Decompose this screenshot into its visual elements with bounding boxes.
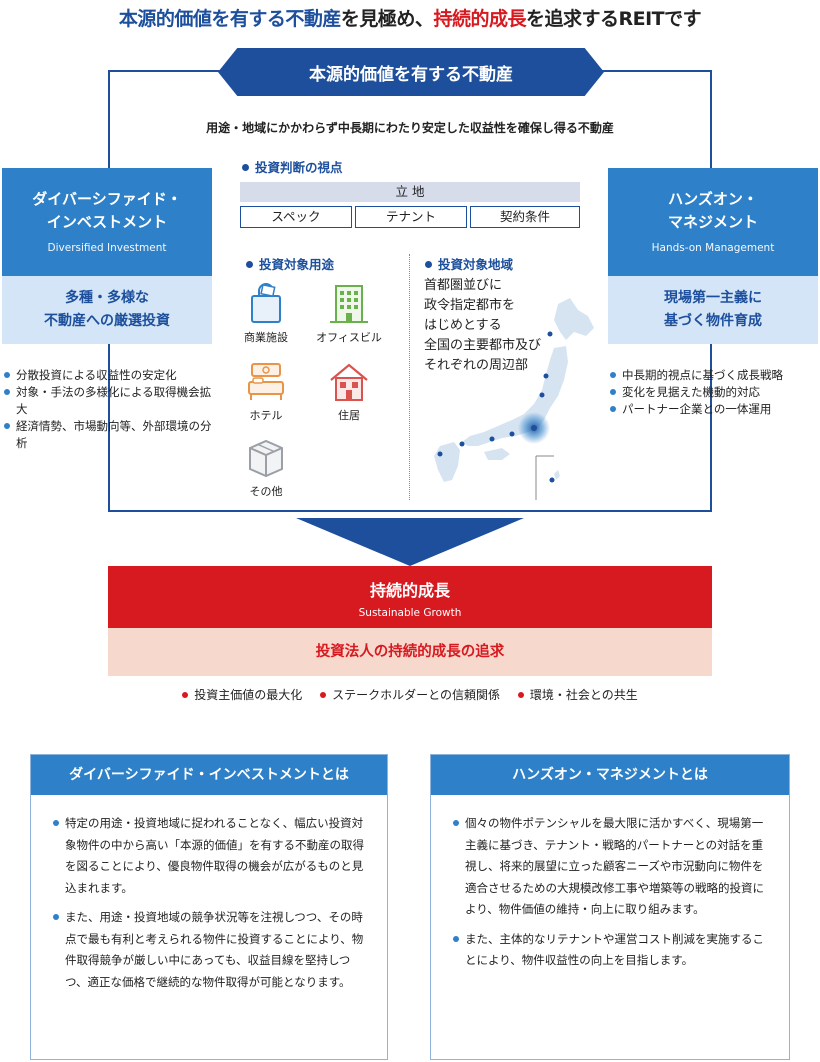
bullet-dot-icon xyxy=(242,164,249,171)
list-item: 分散投資による収益性の安定化 xyxy=(4,367,214,384)
headline-part2: を見極め、 xyxy=(340,8,434,30)
uses-title: 投資対象用途 xyxy=(246,254,334,273)
growth-english-title: Sustainable Growth xyxy=(358,607,462,619)
concept-description: 用途・地域にかかわらず中長期にわたり安定した収益性を確保し得る不動産 xyxy=(206,121,614,135)
growth-header: 持続的成長 Sustainable Growth xyxy=(108,566,712,628)
list-item: 変化を見据えた機動的対応 xyxy=(610,384,818,401)
bullet-dot-icon xyxy=(320,691,327,698)
left-bullet-list: 分散投資による収益性の安定化 対象・手法の多様化による取得機会拡大 経済情勢、市… xyxy=(4,367,214,452)
city-dot xyxy=(509,431,515,437)
card-title: ダイバーシファイド・インベストメントとは xyxy=(31,755,387,795)
list-item: 環境・社会との共生 xyxy=(517,688,638,702)
use-label: その他 xyxy=(249,485,283,498)
criteria-location: 立 地 xyxy=(240,182,580,202)
area-line: それぞれの周辺部 xyxy=(424,358,529,373)
city-dot xyxy=(549,477,555,483)
use-label: オフィスビル xyxy=(316,331,382,344)
down-arrow-icon xyxy=(296,518,524,566)
right-sub-line1: 現場第一主義に xyxy=(664,290,762,306)
hands-on-management-card: ハンズオン・マネジメントとは 個々の物件ポテンシャルを最大限に活かすべく、現場第… xyxy=(430,754,790,1060)
box-icon xyxy=(249,439,283,478)
right-sub-line2: 基づく物件育成 xyxy=(664,313,762,329)
growth-bullet-list: 投資主価値の最大化 ステークホルダーとの信頼関係 環境・社会との共生 xyxy=(108,686,712,703)
list-item: また、主体的なリテナントや運営コスト削減を実施することにより、物件収益性の向上を… xyxy=(453,929,771,972)
okinawa-shape xyxy=(554,470,560,480)
growth-subtitle: 投資法人の持続的成長の追求 xyxy=(108,628,712,676)
honshu-shape xyxy=(462,346,568,446)
criteria-spec: スペック xyxy=(240,206,352,228)
kyushu-shape xyxy=(434,442,460,482)
bullet-dot-icon xyxy=(246,261,253,268)
headline-part1: 本源的価値を有する不動産 xyxy=(118,8,342,30)
list-item: パートナー企業との一体運用 xyxy=(610,401,818,418)
areas-title: 投資対象地域 xyxy=(425,254,513,273)
list-item: また、用途・投資地域の競争状況等を注視しつつ、その時点で最も有利と考えられる物件… xyxy=(53,907,369,993)
city-dot xyxy=(459,441,465,447)
list-item: ステークホルダーとの信頼関係 xyxy=(320,688,500,702)
card-paragraphs: 個々の物件ポテンシャルを最大限に活かすべく、現場第一主義に基づき、テナント・戦略… xyxy=(453,813,771,972)
use-other: その他 xyxy=(226,436,306,499)
use-residence: 住居 xyxy=(309,360,389,423)
left-sub-line2: 不動産への厳選投資 xyxy=(44,313,170,329)
office-building-icon xyxy=(330,285,368,323)
left-panel-header: ダイバーシファイド・ インベストメント Diversified Investme… xyxy=(2,168,212,276)
card-paragraphs: 特定の用途・投資地域に捉われることなく、幅広い投資対象物件の中から高い「本源的価… xyxy=(53,813,369,993)
bullet-dot-icon xyxy=(425,261,432,268)
area-line: 政令指定都市を xyxy=(424,298,516,313)
use-office: オフィスビル xyxy=(309,282,389,345)
top-banner: 本源的価値を有する不動産 xyxy=(218,48,604,96)
left-title-line1: ダイバーシファイド・ xyxy=(32,190,182,208)
city-dot xyxy=(547,331,553,337)
shikoku-shape xyxy=(484,448,510,460)
city-dot xyxy=(543,373,549,379)
bullet-dot-icon xyxy=(182,691,189,698)
criteria-contract: 契約条件 xyxy=(470,206,580,228)
use-commercial: 商業施設 xyxy=(226,282,306,345)
list-item: 中長期的視点に基づく成長戦略 xyxy=(610,367,818,384)
growth-title: 持続的成長 xyxy=(369,581,450,600)
headline-part4: を追求するREITです xyxy=(525,8,702,30)
use-label: ホテル xyxy=(249,409,283,422)
bullet-dot-icon xyxy=(517,691,524,698)
city-dot xyxy=(489,436,495,442)
areas-description: 首都圏並びに 政令指定都市を はじめとする 全国の主要都市及び それぞれの周辺部 xyxy=(424,276,574,376)
list-item: 投資主価値の最大化 xyxy=(182,688,302,702)
left-english-title: Diversified Investment xyxy=(47,242,167,254)
page-headline: 本源的価値を有する不動産を見極め、持続的成長を追求するREITです xyxy=(0,4,820,31)
right-panel-header: ハンズオン・ マネジメント Hands-on Management xyxy=(608,168,818,276)
area-line: 首都圏並びに xyxy=(424,278,503,293)
criteria-tenant: テナント xyxy=(355,206,467,228)
list-item: 特定の用途・投資地域に捉われることなく、幅広い投資対象物件の中から高い「本源的価… xyxy=(53,813,369,899)
shopping-bag-icon xyxy=(251,283,281,323)
city-dot xyxy=(437,451,443,457)
right-title-line1: ハンズオン・ xyxy=(668,190,758,208)
hotel-bed-icon xyxy=(248,363,284,400)
right-panel-subtitle: 現場第一主義に 基づく物件育成 xyxy=(608,276,818,344)
headline-part3: 持続的成長 xyxy=(433,8,526,30)
criteria-title: 投資判断の視点 xyxy=(242,157,343,176)
use-label: 商業施設 xyxy=(244,331,288,344)
list-item: 個々の物件ポテンシャルを最大限に活かすべく、現場第一主義に基づき、テナント・戦略… xyxy=(453,813,771,921)
right-english-title: Hands-on Management xyxy=(651,242,775,254)
city-dot xyxy=(531,425,537,431)
left-panel-subtitle: 多種・多様な 不動産への厳選投資 xyxy=(2,276,212,344)
house-icon xyxy=(330,363,368,401)
left-title-line2: インベストメント xyxy=(46,213,168,231)
diversified-investment-card: ダイバーシファイド・インベストメントとは 特定の用途・投資地域に捉われることなく… xyxy=(30,754,388,1060)
list-item: 経済情勢、市場動向等、外部環境の分析 xyxy=(4,418,214,452)
city-dot xyxy=(539,392,545,398)
card-title: ハンズオン・マネジメントとは xyxy=(431,755,789,795)
right-bullet-list: 中長期的視点に基づく成長戦略 変化を見据えた機動的対応 パートナー企業との一体運… xyxy=(610,367,818,418)
use-hotel: ホテル xyxy=(226,360,306,423)
section-divider xyxy=(409,254,410,500)
left-sub-line1: 多種・多様な xyxy=(65,290,149,306)
hokkaido-shape xyxy=(554,298,594,340)
japan-map-icon xyxy=(434,298,594,500)
right-title-line2: マネジメント xyxy=(667,213,758,231)
area-line: 全国の主要都市及び xyxy=(424,338,542,353)
use-label: 住居 xyxy=(338,409,360,422)
area-line: はじめとする xyxy=(424,318,502,333)
list-item: 対象・手法の多様化による取得機会拡大 xyxy=(4,384,214,418)
